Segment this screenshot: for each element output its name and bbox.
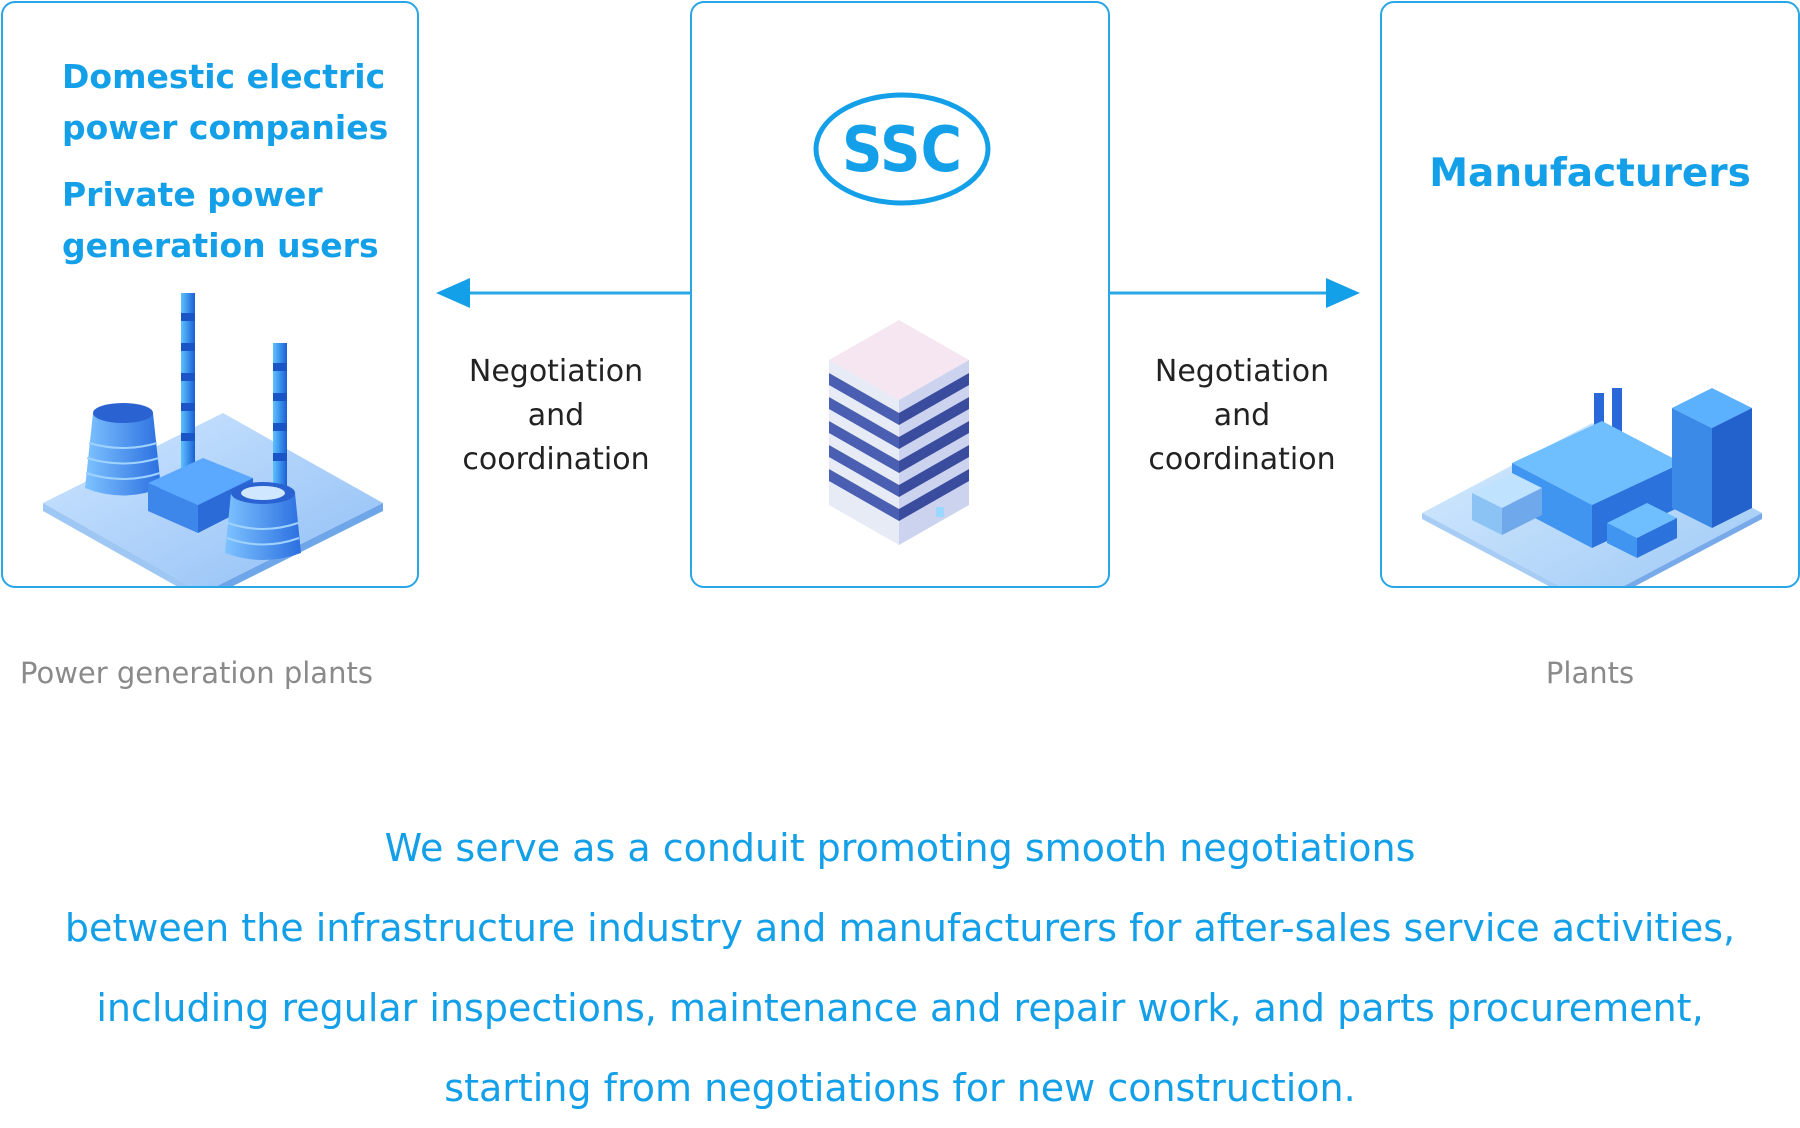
factory-illustration	[1422, 388, 1762, 586]
ssc-logo-text: SSC	[842, 113, 962, 186]
left-connector-label: Negotiation and coordination	[462, 354, 650, 477]
power-plant-illustration	[43, 293, 383, 586]
right-arrow	[1110, 278, 1360, 308]
summary-text: We serve as a conduit promoting smooth n…	[64, 826, 1736, 1110]
manufacturers-panel: Manufacturers	[1380, 1, 1800, 588]
private-users-title: Private power generation users	[62, 175, 379, 265]
power-companies-panel: Domestic electric power companies Privat…	[1, 1, 419, 588]
manufacturers-title: Manufacturers	[1429, 151, 1751, 196]
ssc-panel: SSC	[690, 1, 1110, 588]
power-companies-title: Domestic electric power companies	[62, 57, 389, 147]
left-arrow	[436, 278, 692, 308]
plants-caption: Plants	[1545, 656, 1635, 690]
office-building-illustration	[829, 320, 969, 545]
ssc-logo: SSC	[813, 92, 991, 206]
power-plants-caption: Power generation plants	[20, 656, 373, 690]
right-connector-label: Negotiation and coordination	[1148, 354, 1336, 477]
